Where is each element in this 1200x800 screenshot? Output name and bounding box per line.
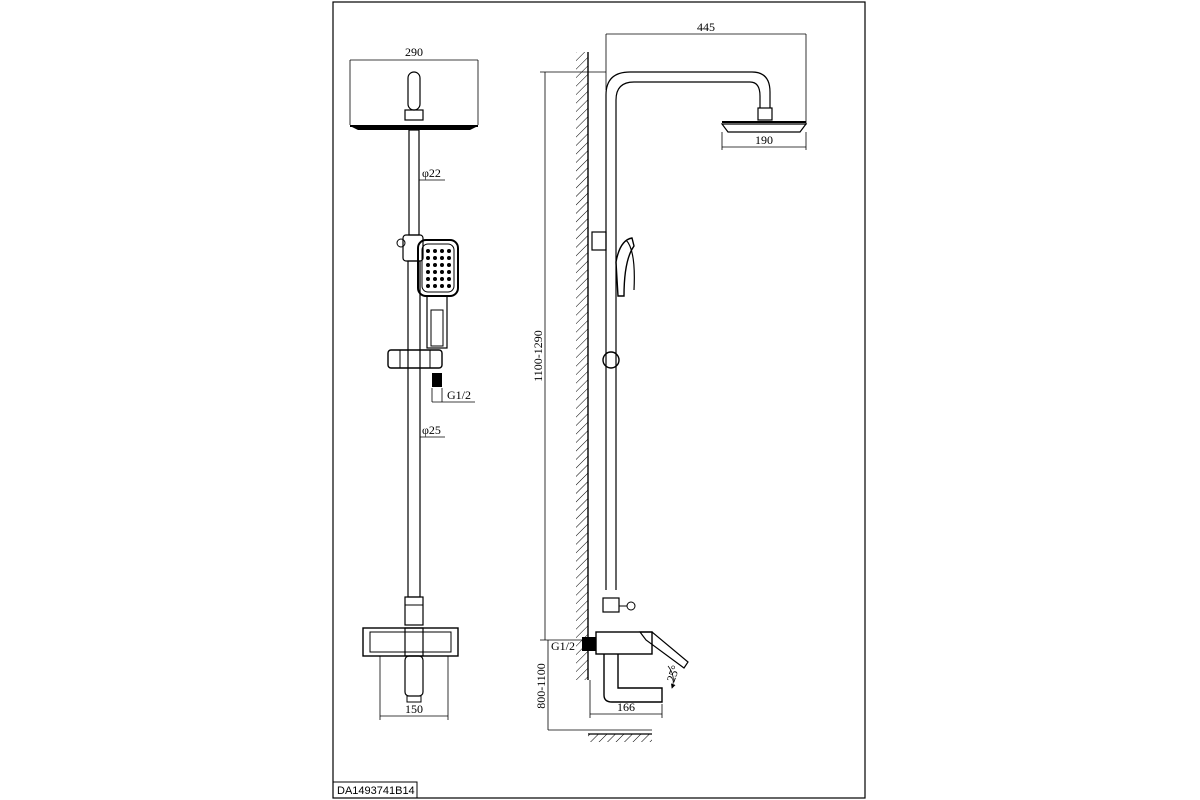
- spout-length-label: 166: [617, 700, 635, 714]
- drawing-code: DA1493741B14: [337, 785, 415, 797]
- front-slider: [387, 349, 443, 369]
- upper-pipe-diameter: φ22: [422, 166, 441, 180]
- lower-pipe-diameter: φ25: [422, 423, 441, 437]
- nozzle-dot: [447, 256, 451, 260]
- head-diameter-label: 190: [755, 133, 773, 147]
- nozzle-dot: [426, 284, 430, 288]
- side-shower-head: [720, 107, 808, 133]
- nozzle-dot: [447, 277, 451, 281]
- front-width-label: 290: [405, 45, 423, 59]
- front-hand-shower: [396, 234, 459, 349]
- nozzle-dot: [433, 270, 437, 274]
- nozzle-dot: [440, 284, 444, 288]
- front-hose-thread: G1/2: [447, 388, 471, 402]
- nozzle-dot: [426, 263, 430, 267]
- front-shower-head: [350, 71, 478, 130]
- nozzle-dot: [433, 277, 437, 281]
- column-height-label: 1100-1290: [531, 330, 545, 382]
- nozzle-dot: [440, 270, 444, 274]
- front-view: 290 φ22: [349, 45, 479, 720]
- nozzle-dot: [447, 263, 451, 267]
- nozzle-dot: [426, 277, 430, 281]
- nozzle-dot: [447, 284, 451, 288]
- nozzle-dot: [440, 277, 444, 281]
- front-hose-connector: G1/2: [431, 373, 475, 403]
- nozzle-dot: [433, 263, 437, 267]
- nozzle-dot: [433, 284, 437, 288]
- nozzle-dot: [440, 249, 444, 253]
- side-inlet-thread: G1/2: [551, 639, 575, 653]
- side-mixer: [582, 597, 689, 703]
- nozzle-dot: [426, 270, 430, 274]
- front-upper-pipe: [408, 129, 420, 236]
- nozzle-dot: [426, 249, 430, 253]
- front-mixer: [362, 596, 459, 703]
- side-hand-shower: [591, 231, 635, 297]
- arm-reach-label: 445: [697, 20, 715, 34]
- nozzle-dot: [433, 249, 437, 253]
- nozzle-dot: [447, 270, 451, 274]
- nozzle-dot: [440, 263, 444, 267]
- wall-hatch: [576, 52, 588, 680]
- nozzle-dot: [433, 256, 437, 260]
- mixer-height-label: 800-1100: [534, 663, 548, 709]
- side-shower-arm: [605, 71, 771, 590]
- sheet-frame: [332, 1, 866, 799]
- front-lower-pipe: [407, 260, 421, 598]
- nozzle-dot: [426, 256, 430, 260]
- title-block-box: [332, 781, 418, 799]
- side-view: 445 190 1100-1290: [531, 20, 808, 742]
- nozzle-dot: [440, 256, 444, 260]
- floor-hatch: [588, 734, 652, 742]
- side-slider-knob: [602, 351, 620, 369]
- front-mixer-width: 150: [405, 702, 423, 716]
- lever-angle-label: 25°: [664, 663, 683, 684]
- nozzle-dot: [447, 249, 451, 253]
